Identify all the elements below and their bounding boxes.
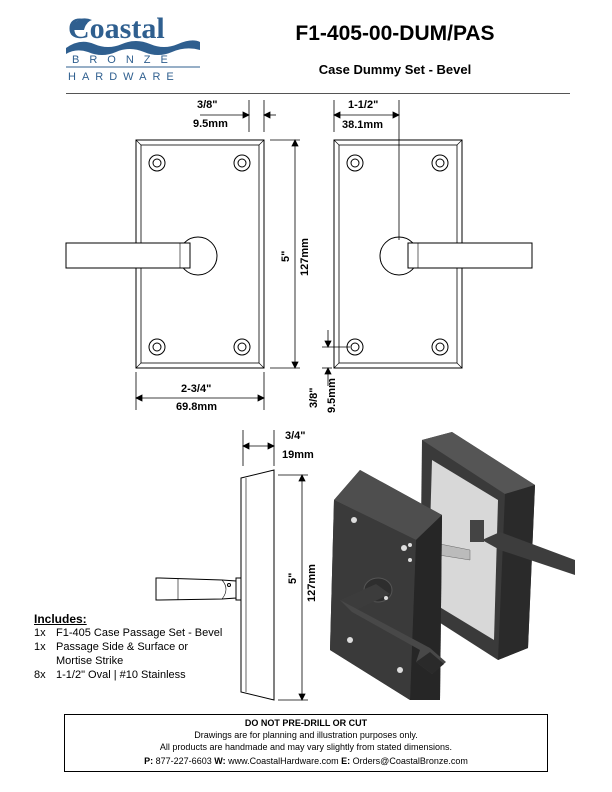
phone-number: 877-227-6603 xyxy=(155,756,212,766)
web-label: W: xyxy=(214,756,226,766)
dim-height-mm: 127mm xyxy=(299,238,311,276)
footer-contact: P: 877-227-6603 W: www.CoastalHardware.c… xyxy=(65,755,547,767)
item-qty xyxy=(34,654,56,668)
phone-label: P: xyxy=(144,756,154,766)
dim-lever-offset-in: 1-1/2" xyxy=(348,99,379,111)
includes-title: Includes: xyxy=(34,612,87,626)
dim-depth-in: 3/4" xyxy=(285,430,306,442)
email-label: E: xyxy=(341,756,351,766)
side-view xyxy=(155,469,275,701)
item-qty: 8x xyxy=(34,669,46,681)
page-title: F1-405-00-DUM/PAS xyxy=(295,22,495,45)
dim-depth-mm: 19mm xyxy=(282,449,314,461)
item-qty: 1x xyxy=(34,641,46,653)
dim-left-offset-mm: 9.5mm xyxy=(193,118,228,130)
dim-bottom-offset-in: 3/8" xyxy=(308,387,320,408)
list-item: 8x 1-1/2" Oval | #10 Stainless xyxy=(34,668,222,682)
dim-side-height-in: 5" xyxy=(287,572,299,584)
item-text: Mortise Strike xyxy=(56,655,124,667)
footer-notice: DO NOT PRE-DRILL OR CUT Drawings are for… xyxy=(64,714,548,772)
dim-left-offset-in: 3/8" xyxy=(197,99,218,111)
item-text: F1-405 Case Passage Set - Bevel xyxy=(56,627,223,639)
footer-line-1: Drawings are for planning and illustrati… xyxy=(194,730,418,740)
page-subtitle: Case Dummy Set - Bevel xyxy=(318,62,472,77)
dim-lever-offset-mm: 38.1mm xyxy=(342,119,383,131)
front-view-left xyxy=(65,139,265,369)
dimension-lines xyxy=(135,100,400,701)
logo-wave-icon xyxy=(66,18,200,55)
logo-coastal-text: Coastal xyxy=(68,12,165,45)
list-item: Mortise Strike xyxy=(34,654,222,668)
web-link[interactable]: www.CoastalHardware.com xyxy=(228,756,339,766)
item-text: Passage Side & Surface or xyxy=(56,641,189,653)
dim-height-in: 5" xyxy=(280,250,292,262)
includes-list: Includes: 1x F1-405 Case Passage Set - B… xyxy=(34,612,222,682)
email-link[interactable]: Orders@CoastalBronze.com xyxy=(352,756,468,766)
dim-width-in: 2-3/4" xyxy=(181,383,212,395)
front-view-right xyxy=(333,139,533,369)
item-text: 1-1/2" Oval | #10 Stainless xyxy=(56,669,186,681)
list-item: 1x F1-405 Case Passage Set - Bevel xyxy=(34,626,222,640)
header-divider xyxy=(66,93,570,94)
list-item: 1x Passage Side & Surface or xyxy=(34,640,222,654)
footer-line-2: All products are handmade and may vary s… xyxy=(159,742,453,752)
logo-hardware-text: HARDWARE xyxy=(68,71,180,83)
item-qty: 1x xyxy=(34,627,46,639)
dim-width-mm: 69.8mm xyxy=(176,401,217,413)
logo-bronze-text: BRONZE xyxy=(72,54,178,66)
dim-side-height-mm: 127mm xyxy=(306,564,318,602)
footer-heading: DO NOT PRE-DRILL OR CUT xyxy=(244,718,368,728)
product-render-image xyxy=(330,432,575,700)
dim-bottom-offset-mm: 9.5mm xyxy=(326,378,338,413)
